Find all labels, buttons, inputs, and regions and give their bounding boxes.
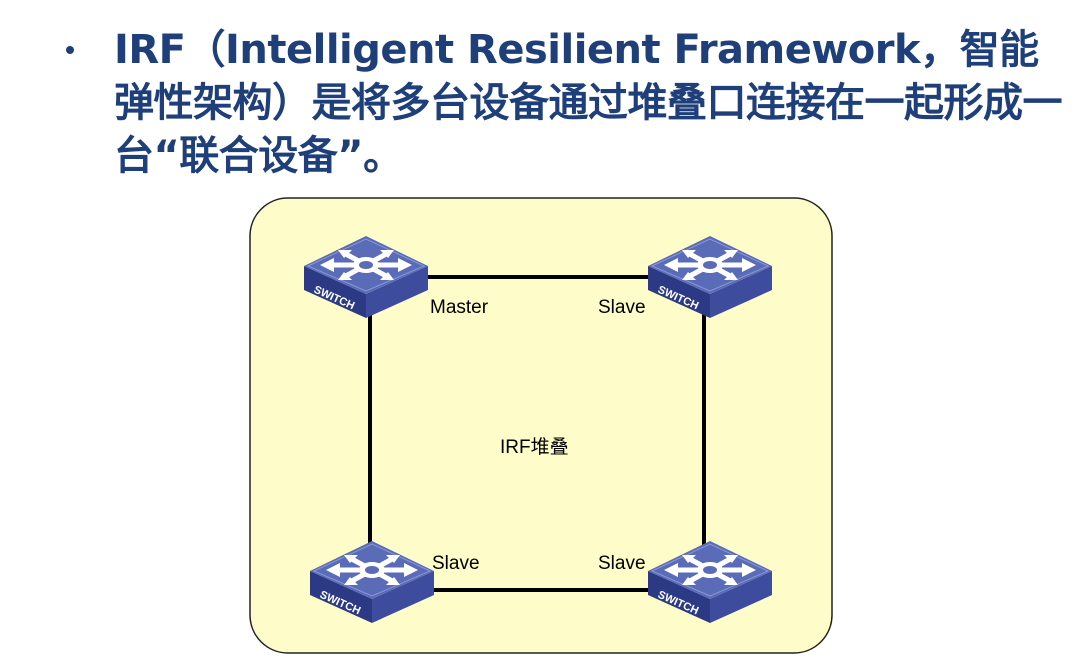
bullet-block: IRF（Intelligent Resilient Framework，智能弹性… — [60, 24, 1070, 183]
center-label: IRF堆叠 — [500, 436, 569, 458]
role-label-slave-top-right: Slave — [598, 297, 646, 318]
stack-links — [368, 275, 706, 592]
role-label-slave-bottom-left: Slave — [432, 553, 480, 574]
role-label-slave-bottom-right: Slave — [598, 553, 646, 574]
bullet-text: IRF（Intelligent Resilient Framework，智能弹性… — [114, 27, 1063, 179]
bullet-dot-icon — [66, 46, 74, 54]
role-label-master: Master — [430, 297, 489, 318]
diagram-panel — [249, 197, 833, 654]
